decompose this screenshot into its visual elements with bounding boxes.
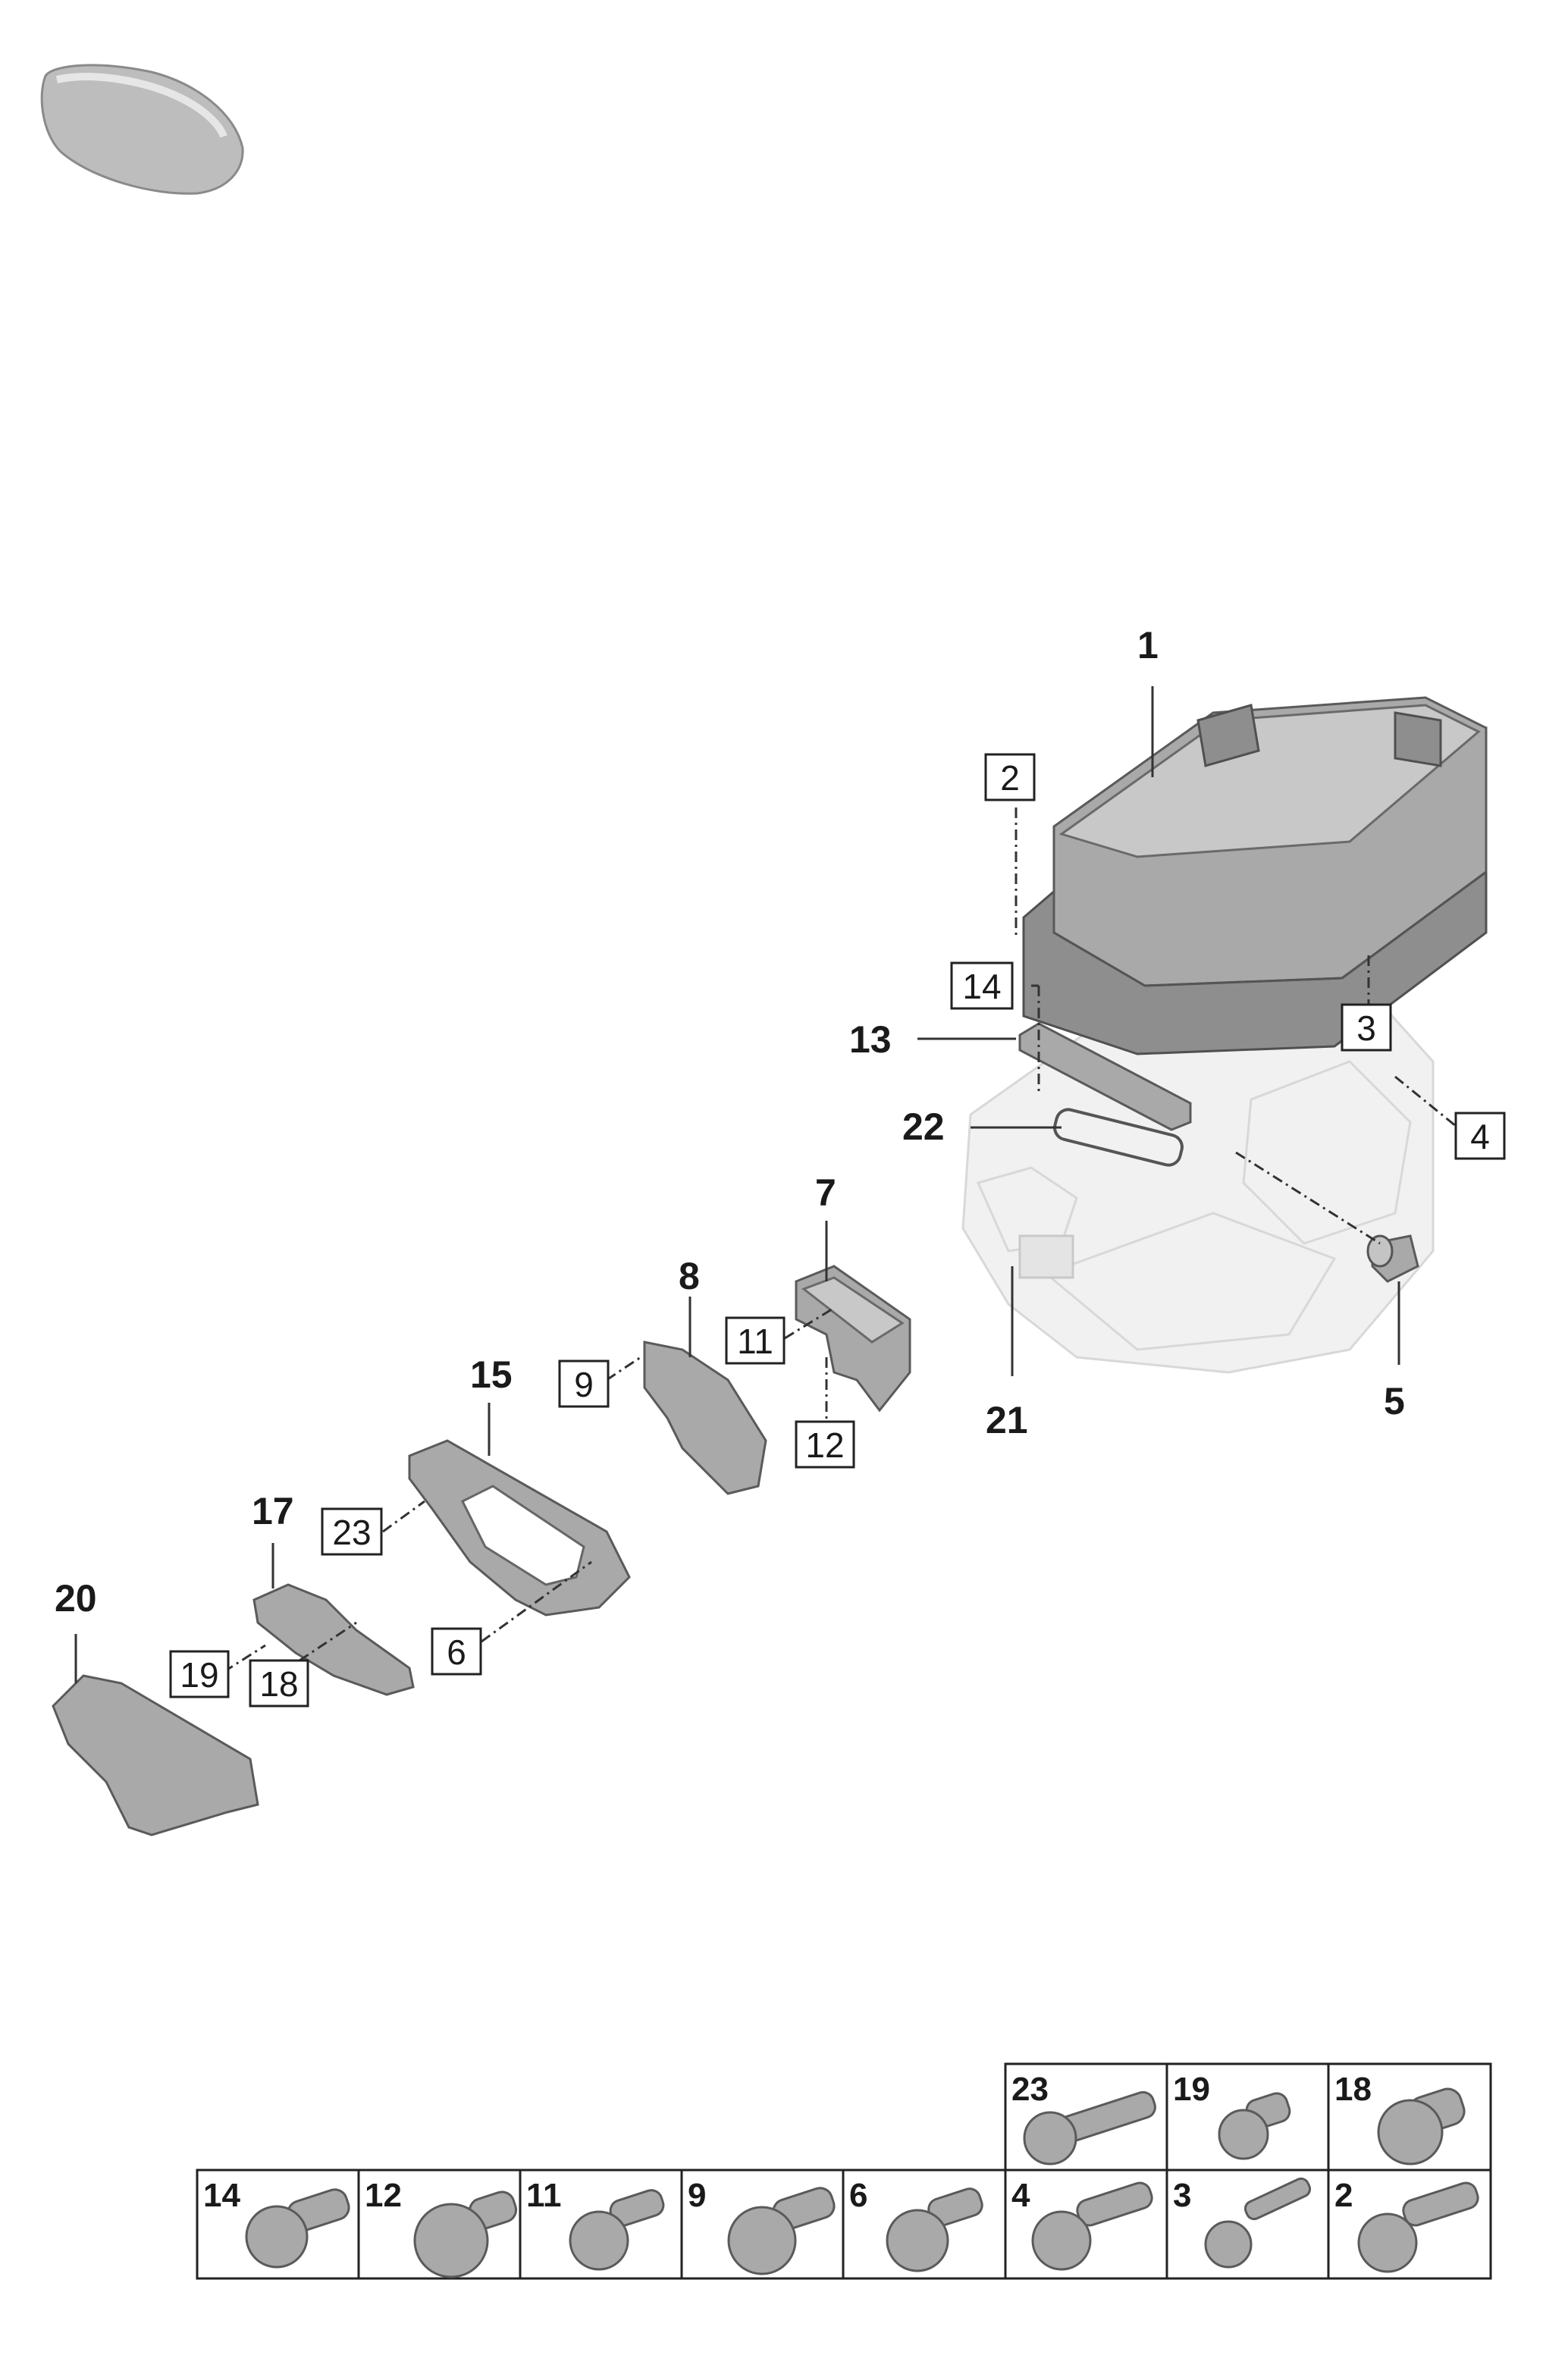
car-silhouette-icon	[40, 64, 244, 195]
svg-text:19: 19	[180, 1655, 218, 1695]
table-cell-label: 23	[1011, 2071, 1049, 2108]
fastener-table: 23 19 18 14 12 11 9 6 4 3 2	[196, 2062, 1492, 2280]
svg-text:6: 6	[447, 1632, 466, 1672]
boxed-callouts: 2 3 4 6 9 11 12 14 18 19 23	[169, 753, 1506, 1708]
part-22-gasket	[1053, 1108, 1184, 1167]
callout-22: 22	[902, 1105, 945, 1148]
boxed-callout-3: 3	[1341, 1003, 1392, 1052]
bolt-icon	[1357, 2181, 1479, 2273]
svg-text:9: 9	[574, 1365, 594, 1404]
bolt-icons	[245, 2087, 1479, 2278]
part-15-frame	[408, 1439, 631, 1617]
svg-text:2: 2	[1000, 758, 1020, 798]
callout-1: 1	[1137, 624, 1159, 666]
table-cell-label: 2	[1334, 2177, 1353, 2214]
callout-7: 7	[815, 1171, 836, 1214]
table-cell-label: 9	[688, 2177, 706, 2214]
bolt-icon	[1218, 2092, 1291, 2160]
callout-15: 15	[470, 1353, 513, 1396]
table-cell-label: 4	[1011, 2177, 1030, 2214]
bolt-icon	[413, 2191, 518, 2278]
boxed-callout-4: 4	[1454, 1112, 1506, 1160]
svg-text:14: 14	[962, 967, 1001, 1006]
bolt-icon	[569, 2189, 665, 2271]
svg-text:11: 11	[737, 1322, 773, 1361]
bolt-icon	[1204, 2177, 1312, 2269]
svg-text:12: 12	[805, 1425, 844, 1465]
boxed-callout-14: 14	[950, 961, 1014, 1010]
boxed-callout-9: 9	[558, 1359, 610, 1408]
callout-21: 21	[986, 1399, 1028, 1441]
bolt-icon	[727, 2187, 836, 2275]
table-cell-label: 11	[526, 2177, 562, 2214]
bolt-icon	[1377, 2087, 1466, 2165]
bolt-icon	[1031, 2181, 1153, 2271]
boxed-callout-12: 12	[795, 1420, 855, 1469]
part-17-connector	[252, 1583, 415, 1696]
callout-17: 17	[252, 1490, 294, 1532]
table-cell-label: 3	[1173, 2177, 1191, 2214]
boxed-callout-11: 11	[725, 1316, 786, 1365]
boxed-callout-23: 23	[321, 1507, 383, 1556]
part-1-power-electronics	[1022, 696, 1488, 1055]
bold-callouts: 1 5 7 8 13 15 17 20 21 22	[55, 624, 1405, 1620]
callout-20: 20	[55, 1577, 97, 1620]
table-cell-label: 18	[1334, 2071, 1372, 2108]
part-8-shield	[643, 1341, 767, 1495]
callout-8: 8	[679, 1255, 700, 1297]
boxed-callout-19: 19	[169, 1650, 230, 1698]
boxed-callout-2: 2	[984, 753, 1036, 801]
svg-text:18: 18	[259, 1664, 298, 1704]
bolt-icon	[1023, 2090, 1156, 2165]
part-20-cover	[52, 1674, 259, 1836]
table-cell-label: 12	[365, 2177, 402, 2214]
svg-text:4: 4	[1470, 1117, 1490, 1156]
boxed-callout-18: 18	[249, 1659, 309, 1708]
bolt-icon	[886, 2187, 983, 2272]
table-cell-label: 14	[203, 2177, 240, 2214]
table-cell-label: 6	[849, 2177, 867, 2214]
boxed-callout-6: 6	[431, 1627, 482, 1676]
svg-text:23: 23	[332, 1513, 371, 1552]
part-5-sensor	[1366, 1234, 1419, 1283]
leader-lines	[74, 686, 1457, 1683]
svg-text:3: 3	[1356, 1008, 1376, 1048]
part-7-bracket	[795, 1265, 911, 1413]
table-cell-label: 19	[1173, 2071, 1210, 2108]
callout-13: 13	[849, 1018, 892, 1061]
callout-5: 5	[1384, 1380, 1405, 1422]
bolt-icon	[245, 2188, 350, 2269]
